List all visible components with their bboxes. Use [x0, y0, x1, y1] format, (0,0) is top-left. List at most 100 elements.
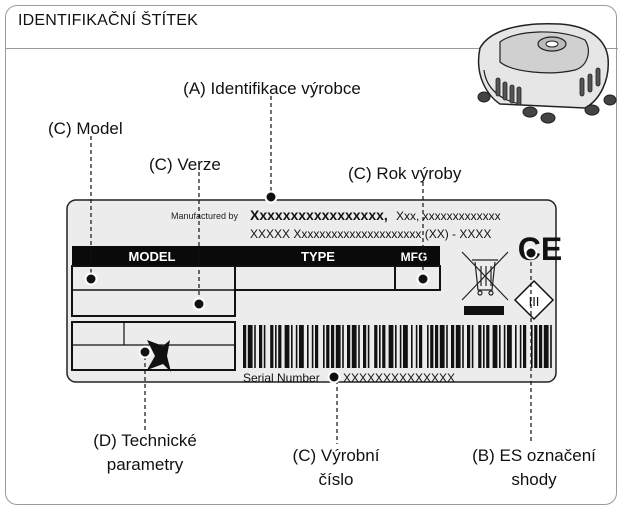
barcode-bar — [254, 325, 256, 368]
barcode — [243, 325, 552, 368]
barcode-bar — [435, 325, 439, 368]
barcode-bar — [243, 325, 247, 368]
barcode-bar — [415, 325, 418, 368]
barcode-bar — [259, 325, 263, 368]
barcode-bar — [331, 325, 335, 368]
barcode-bar — [455, 325, 461, 368]
barcode-bar — [291, 325, 293, 368]
barcode-bar — [347, 325, 351, 368]
barcode-bar — [351, 325, 357, 368]
column-model: MODEL — [129, 249, 176, 264]
figure-frame — [5, 5, 617, 505]
barcode-bar — [534, 325, 538, 368]
barcode-bar — [519, 325, 522, 368]
barcode-bar — [363, 325, 367, 368]
weee-bar — [464, 306, 504, 315]
manufactured-by-text: Manufactured by — [171, 211, 239, 221]
barcode-bar — [543, 325, 549, 368]
marker-serial — [327, 370, 341, 384]
four-point-star-icon — [147, 340, 171, 372]
serial-number-value: XXXXXXXXXXXXXX — [343, 371, 455, 385]
plate-header-bar — [72, 246, 440, 266]
barcode-bar — [379, 325, 381, 368]
barcode-bar — [439, 325, 445, 368]
callout-version: (C) Verze — [149, 155, 221, 174]
barcode-bar — [358, 325, 360, 368]
marker-model — [84, 272, 98, 286]
barcode-bar — [270, 325, 274, 368]
ce-mark: CE — [518, 231, 562, 267]
barcode-bar — [342, 325, 344, 368]
class-iii-diamond-icon: III — [513, 279, 555, 321]
barcode-bar — [451, 325, 455, 368]
barcode-bar — [382, 325, 386, 368]
barcode-bar — [374, 325, 378, 368]
barcode-bar — [467, 325, 471, 368]
barcode-bar — [486, 325, 490, 368]
column-mfg: MFG — [401, 250, 428, 264]
callout-tech-line2: parametry — [107, 455, 184, 474]
figure-title: IDENTIFIKAČNÍ ŠTÍTEK — [18, 12, 199, 29]
barcode-bar — [523, 325, 527, 368]
tech-params-box — [71, 321, 236, 371]
marker-tech — [138, 345, 152, 359]
barcode-bar — [462, 325, 464, 368]
barcode-bar — [307, 325, 309, 368]
callout-model: (C) Model — [48, 119, 123, 138]
barcode-bar — [446, 325, 448, 368]
callout-tech-line1: (D) Technické — [93, 431, 197, 450]
barcode-bar — [388, 325, 394, 368]
barcode-bar — [507, 325, 512, 368]
barcode-bar — [515, 325, 517, 368]
column-type: TYPE — [301, 249, 335, 264]
barcode-bar — [295, 325, 298, 368]
barcode-bar — [419, 325, 423, 368]
barcode-bar — [550, 325, 552, 368]
marker-year — [416, 272, 430, 286]
manufacturer-name: Xxxxxxxxxxxxxxxxx, — [250, 207, 388, 223]
callout-serial-line1: (C) Výrobní — [293, 446, 380, 465]
callout-ce-line1: (B) ES označení — [472, 446, 596, 465]
serial-number-label: Serial Number — [243, 371, 320, 385]
barcode-bar — [335, 325, 341, 368]
barcode-bar — [483, 325, 485, 368]
barcode-bar — [247, 325, 253, 368]
callout-manufacturer: (A) Identifikace výrobce — [183, 79, 361, 98]
barcode-bar — [471, 325, 474, 368]
barcode-bar — [278, 325, 282, 368]
marker-version — [192, 297, 206, 311]
class-iii-label: III — [529, 294, 540, 309]
barcode-bar — [531, 325, 533, 368]
marker-ce — [524, 246, 538, 260]
barcode-bar — [399, 325, 402, 368]
barcode-bar — [499, 325, 501, 368]
barcode-bar — [478, 325, 482, 368]
weee-bin-icon — [461, 251, 509, 301]
barcode-bar — [299, 325, 304, 368]
callout-ce-line2: shody — [511, 470, 557, 489]
barcode-bar — [315, 325, 319, 368]
barcode-bar — [403, 325, 408, 368]
title-divider — [6, 48, 618, 49]
barcode-bar — [411, 325, 413, 368]
barcode-bar — [430, 325, 434, 368]
manufacturer-address-2: XXXXX Xxxxxxxxxxxxxxxxxxxxx (XX) - XXXX — [250, 227, 491, 241]
barcode-bar — [284, 325, 290, 368]
mfg-box — [394, 265, 441, 291]
barcode-bar — [539, 325, 543, 368]
barcode-bar — [367, 325, 370, 368]
manufacturer-address-1: Xxx, xxxxxxxxxxxxx — [396, 209, 501, 223]
barcode-bar — [492, 325, 498, 368]
robot-cleaner-icon — [477, 22, 617, 124]
callout-serial-line2: číslo — [319, 470, 354, 489]
barcode-bar — [263, 325, 266, 368]
barcode-bar — [275, 325, 277, 368]
barcode-bar — [427, 325, 429, 368]
marker-manufacturer — [264, 190, 278, 204]
callout-year: (C) Rok výroby — [348, 164, 462, 183]
barcode-bar — [395, 325, 397, 368]
barcode-bar — [326, 325, 330, 368]
barcode-bar — [323, 325, 325, 368]
barcode-bar — [503, 325, 506, 368]
